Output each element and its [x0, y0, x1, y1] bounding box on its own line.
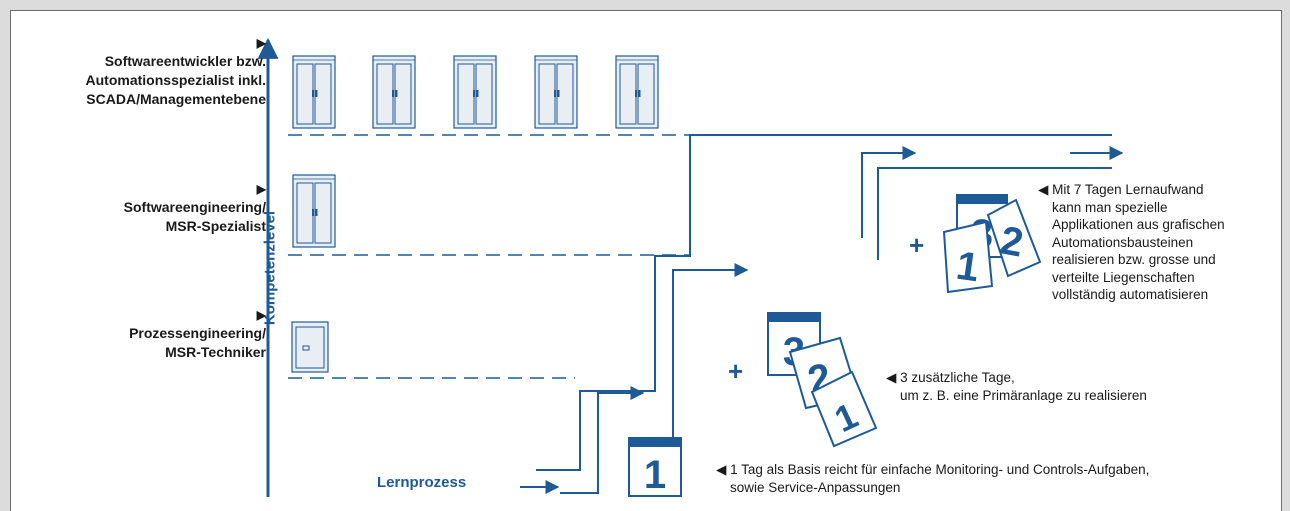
- level-label-line: Softwareengineering/: [123, 199, 266, 215]
- note-line: ◀ Mit 7 Tagen Lernaufwand: [1038, 182, 1204, 197]
- note-day-7: ◀ Mit 7 Tagen Lernaufwand kann man spezi…: [1038, 181, 1225, 304]
- cabinet-icon: [615, 55, 659, 129]
- staircase-outer: [536, 134, 1112, 471]
- level-label-middle: ▶ Softwareengineering/ MSR-Spezialist: [124, 182, 266, 236]
- process-label: Lernprozess: [377, 474, 467, 491]
- level-label-bottom: ▶ Prozessengineering/ MSR-Techniker: [129, 308, 266, 362]
- staircase-step3: [861, 146, 917, 238]
- level-label-line: MSR-Spezialist: [165, 218, 266, 234]
- calendar-7-icon: 3 2 1: [942, 194, 1042, 294]
- note-line: Automationsbausteinen: [1052, 234, 1194, 250]
- note-line: Applikationen aus grafischen: [1052, 217, 1225, 232]
- level-label-line: SCADA/Managementebene: [86, 91, 266, 107]
- level-label-line: Softwareentwickler bzw.: [104, 53, 266, 69]
- cabinet-icon: [453, 55, 497, 129]
- note-line: ◀ 1 Tag als Basis reicht für einfache Mo…: [716, 462, 1150, 477]
- note-line: vollständig automatisieren: [1052, 287, 1209, 302]
- level-label-line: MSR-Techniker: [165, 344, 266, 360]
- level-marker-icon: ▶: [256, 182, 266, 196]
- level-marker-icon: ▶: [256, 308, 266, 322]
- note-line: realisieren bzw. grosse und: [1052, 252, 1216, 267]
- cabinet-icon: [292, 174, 336, 248]
- cabinet-icon: [534, 55, 578, 129]
- note-day-3: ◀ 3 zusätzliche Tage, um z. B. eine Prim…: [886, 369, 1147, 404]
- cabinet-icon: [372, 55, 416, 129]
- note-line: sowie Service-Anpassungen: [730, 479, 901, 495]
- level-label-line: Automationsspezialist inkl.: [85, 72, 266, 88]
- small-cabinet-icon: [291, 321, 329, 373]
- note-line: um z. B. eine Primäranlage zu realisiere…: [900, 387, 1147, 403]
- level-label-top: ▶ Softwareentwickler bzw. Automationsspe…: [86, 36, 266, 109]
- note-line: ◀ 3 zusätzliche Tage,: [886, 370, 1015, 385]
- plus-sign: +: [909, 230, 925, 260]
- calendar-3-icon: 3 2 1: [767, 312, 878, 448]
- plus-sign: +: [728, 356, 744, 386]
- note-day-1: ◀ 1 Tag als Basis reicht für einfache Mo…: [716, 461, 1149, 496]
- cabinet-icon: [292, 55, 336, 129]
- calendar-1-icon: 1: [628, 437, 682, 497]
- staircase-step2: [672, 263, 749, 440]
- level-marker-icon: ▶: [256, 36, 266, 50]
- note-line: verteilte Liegenschaften: [1052, 269, 1195, 285]
- calendar-1-number: 1: [644, 453, 666, 497]
- staircase-step3-outer: [877, 167, 1112, 260]
- note-line: kann man spezielle: [1052, 199, 1168, 215]
- axis-label: Kompetenzlevel: [261, 210, 279, 326]
- level-label-line: Prozessengineering/: [129, 325, 266, 341]
